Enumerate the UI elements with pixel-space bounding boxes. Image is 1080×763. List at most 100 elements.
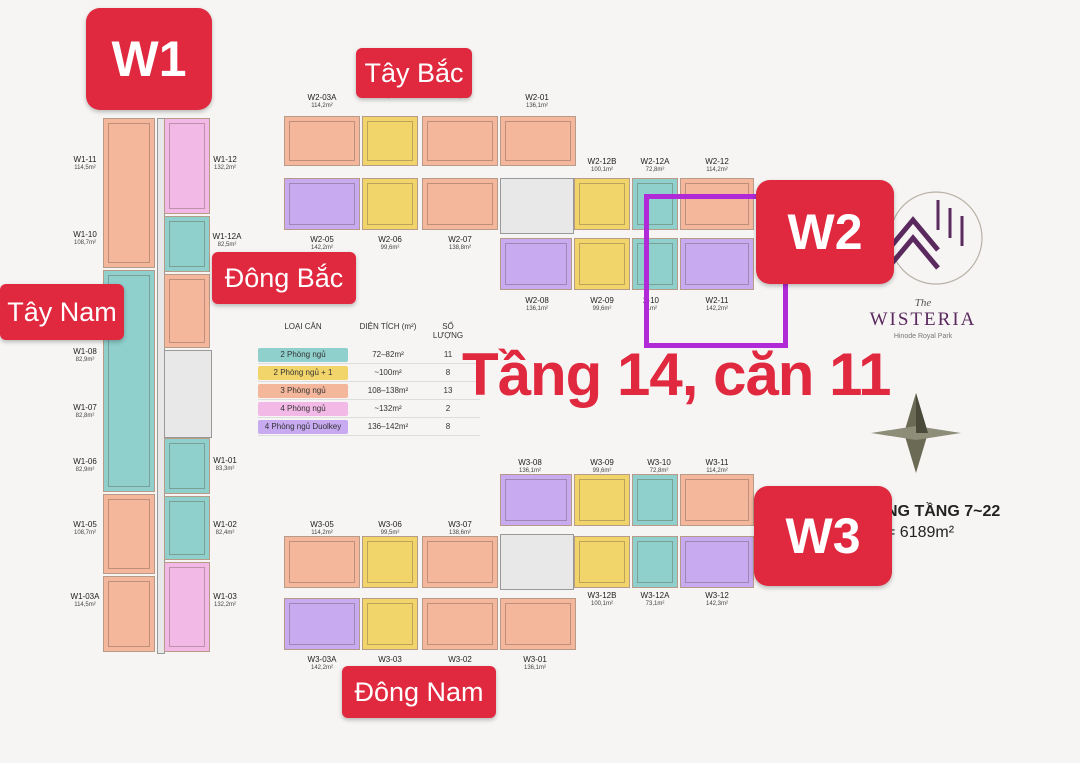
legend-swatch: 2 Phòng ngủ + 1	[258, 365, 348, 380]
unit-label: W3-03	[378, 655, 402, 664]
unit-block-w3-12b	[574, 536, 630, 588]
unit-block-w2-06	[362, 178, 418, 230]
badge-w1: W1	[86, 8, 212, 110]
area-info: = 6189m²	[886, 524, 955, 541]
legend-row: 2 Phòng ngủ + 1 ~100m² 8	[258, 364, 480, 382]
legend-area: ~132m²	[374, 404, 402, 413]
unit-block-w3-02	[422, 598, 498, 650]
unit-block-w2-10	[632, 238, 678, 290]
legend-row: 4 Phòng ngủ ~132m² 2	[258, 400, 480, 418]
unit-block-w3-03	[362, 598, 418, 650]
unit-block-w1-mid	[164, 274, 210, 348]
unit-block-w3-01	[500, 598, 576, 650]
unit-block-w2-03a	[284, 116, 360, 166]
legend-area: 136–142m²	[367, 422, 409, 431]
w3-core	[500, 534, 574, 590]
unit-block-w1-05	[103, 494, 155, 574]
legend-qty: 8	[445, 422, 451, 431]
unit-block-w2-11	[680, 238, 754, 290]
compass-icon	[871, 393, 961, 473]
logo-the: The	[914, 297, 932, 309]
wisteria-emblem-icon	[886, 191, 983, 285]
badge-w3: W3	[754, 486, 892, 586]
badge-w2: W2	[756, 180, 894, 284]
unit-label: 2-10,1m²	[642, 296, 659, 312]
legend-header-qty: SỐ LƯỢNG	[432, 322, 464, 340]
unit-block-w2-12	[680, 178, 754, 230]
wisteria-logo: The WISTERIA Hinode Royal Park	[858, 190, 988, 360]
legend-swatch: 2 Phòng ngủ	[258, 347, 348, 362]
badge-tay-nam: Tây Nam	[0, 284, 124, 340]
unit-block-w1-02	[164, 496, 210, 560]
legend-header: LOẠI CĂN DIỆN TÍCH (m²) SỐ LƯỢNG	[258, 322, 480, 340]
legend-header-area: DIỆN TÍCH (m²)	[359, 322, 417, 331]
w1-core	[164, 350, 212, 438]
unit-block-w3-10	[632, 474, 678, 526]
unit-block-w1-01	[164, 438, 210, 494]
badge-dong-bac: Đông Bắc	[212, 252, 356, 304]
legend-area: ~100m²	[374, 368, 402, 377]
unit-label: W3-02	[448, 655, 472, 664]
unit-block-w3-08	[500, 474, 572, 526]
legend-area: 72–82m²	[372, 350, 404, 359]
unit-block-w2-02b	[422, 116, 498, 166]
unit-block-w1-11-10	[103, 118, 155, 268]
unit-block-w2-12b	[574, 178, 630, 230]
legend-row: 4 Phòng ngủ Duolkey 136–142m² 8	[258, 418, 480, 436]
unit-block-w2-12a	[632, 178, 678, 230]
unit-block-w1-12	[164, 118, 210, 214]
badge-tay-bac: Tây Bắc	[356, 48, 472, 98]
legend-swatch: 4 Phòng ngủ	[258, 401, 348, 416]
legend-table: LOẠI CĂN DIỆN TÍCH (m²) SỐ LƯỢNG 2 Phòng…	[258, 322, 480, 436]
legend-qty: 13	[443, 386, 453, 395]
legend-qty: 11	[443, 350, 453, 359]
legend-area: 108–138m²	[367, 386, 409, 395]
headline: Tầng 14, căn 11	[462, 341, 892, 408]
unit-block-w3-11	[680, 474, 754, 526]
legend-row: 3 Phòng ngủ 108–138m² 13	[258, 382, 480, 400]
legend-qty: 8	[445, 368, 451, 377]
legend-swatch: 3 Phòng ngủ	[258, 383, 348, 398]
unit-block-w2-08	[500, 238, 572, 290]
unit-block-w1-03	[164, 562, 210, 652]
unit-block-w3-06	[362, 536, 418, 588]
badge-dong-nam: Đông Nam	[342, 666, 496, 718]
unit-block-w2-01	[500, 116, 576, 166]
unit-block-w3-03a	[284, 598, 360, 650]
unit-block-w2-05	[284, 178, 360, 230]
legend-qty: 2	[445, 404, 451, 413]
legend-row: 2 Phòng ngủ 72–82m² 11	[258, 346, 480, 364]
unit-block-w2-09	[574, 238, 630, 290]
unit-block-w2-07	[422, 178, 498, 230]
unit-block-w1-12a	[164, 216, 210, 272]
legend-swatch: 4 Phòng ngủ Duolkey	[258, 419, 348, 434]
w2-core	[500, 178, 574, 234]
